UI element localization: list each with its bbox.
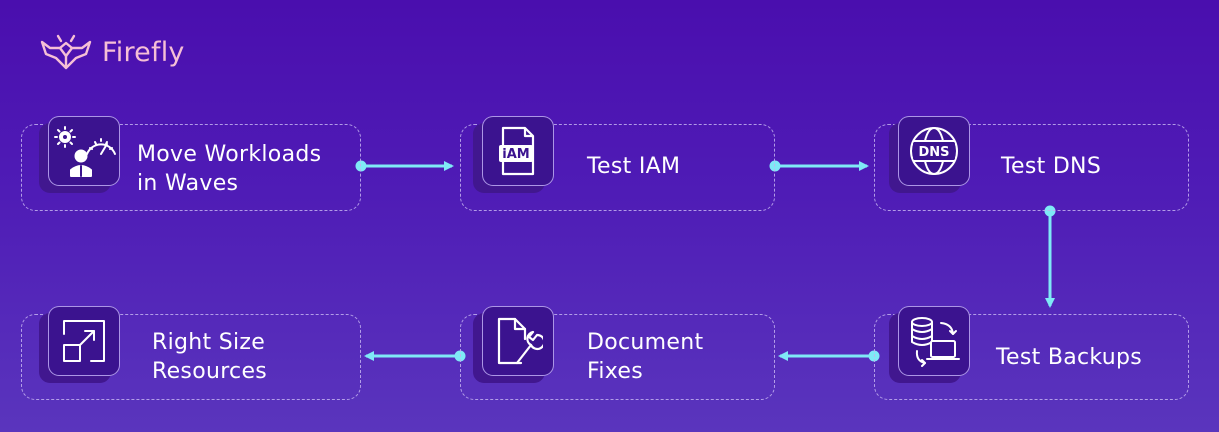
brand-name: Firefly <box>102 36 185 68</box>
connector-1-2 <box>355 160 454 172</box>
step-right-size-resources <box>21 314 361 400</box>
connector-2-3 <box>769 160 869 172</box>
step-label: Move Workloads in Waves <box>137 142 322 196</box>
step-test-iam <box>460 124 775 211</box>
connector-5-6 <box>364 350 466 362</box>
workloads-gauge-icon <box>48 116 120 186</box>
iam-icon-text: iAM <box>502 147 529 162</box>
iam-file-icon: iAM <box>482 116 554 186</box>
dns-globe-icon: DNS <box>898 116 970 186</box>
document-wrench-icon <box>482 306 554 376</box>
resize-icon <box>48 306 120 376</box>
step-label: Test DNS <box>1001 154 1102 179</box>
step-label: Test Backups <box>996 345 1143 370</box>
connector-4-5 <box>778 350 880 362</box>
step-document-fixes <box>460 314 775 400</box>
brand-logo: Firefly <box>38 32 185 72</box>
backup-database-icon <box>898 306 970 376</box>
step-label: Document Fixes <box>587 330 704 384</box>
dns-icon-text: DNS <box>918 145 949 160</box>
step-label: Right Size Resources <box>152 330 268 384</box>
step-test-backups <box>874 314 1189 400</box>
step-label: Test IAM <box>587 154 681 179</box>
step-test-dns <box>874 124 1189 211</box>
firefly-logo-icon <box>40 34 92 70</box>
connector-3-4 <box>1044 205 1056 308</box>
step-move-workloads <box>21 124 361 211</box>
